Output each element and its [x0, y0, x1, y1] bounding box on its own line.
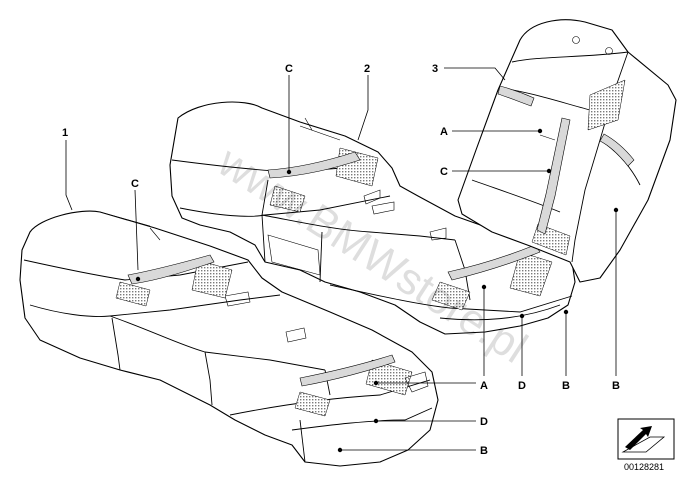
label-item-1: 1 [62, 127, 68, 139]
label-cushion-rear-b: B [562, 380, 570, 392]
label-cushion-rear-c: C [285, 63, 293, 75]
front-seat-cushion-cover [19, 210, 439, 467]
label-cushion-rear-a: A [480, 380, 488, 392]
orientation-icon [617, 418, 675, 460]
label-backrest-c: C [440, 166, 448, 178]
label-cushion-front-b: B [480, 445, 488, 457]
backrest-cover [457, 19, 677, 283]
callout-labels: 1 C C 2 3 A C A D B B A D B [62, 63, 620, 457]
label-backrest-b: B [612, 380, 620, 392]
leader-lines [65, 67, 619, 453]
label-item-3: 3 [432, 63, 438, 75]
rear-seat-cushion-cover [169, 101, 576, 335]
label-cushion-rear-d: D [518, 380, 526, 392]
label-cushion-front-d: D [480, 416, 488, 428]
document-number: 00128281 [624, 462, 664, 472]
label-backrest-a: A [440, 126, 448, 138]
label-item-2: 2 [364, 63, 370, 75]
label-cushion-front-c: C [131, 178, 139, 190]
